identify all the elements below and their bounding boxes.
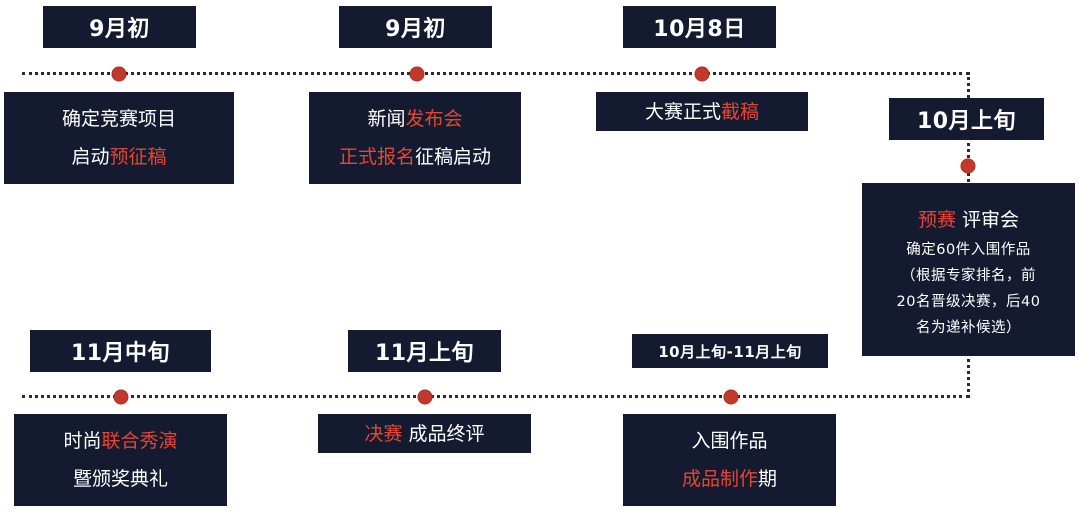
milestone-6-line-1: 决赛 成品终评 xyxy=(364,422,485,445)
timeline-dot-1 xyxy=(111,66,127,82)
milestone-3-date: 10月8日 xyxy=(623,6,776,48)
milestone-6-date: 11月上旬 xyxy=(348,330,501,372)
timeline-dot-2 xyxy=(409,66,425,82)
milestone-7-date: 11月中旬 xyxy=(30,330,211,372)
milestone-7-line-2: 暨颁奖典礼 xyxy=(72,468,168,490)
milestone-5-line-2: 成品制作期 xyxy=(681,468,778,490)
milestone-5-box: 入围作品 成品制作期 xyxy=(623,414,836,506)
milestone-4-detail-2: （根据专家排名，前 xyxy=(901,267,1036,284)
timeline-dot-5 xyxy=(723,389,739,405)
timeline-dot-7 xyxy=(113,389,129,405)
milestone-1-box: 确定竞赛项目 启动预征稿 xyxy=(4,92,234,184)
milestone-6-box: 决赛 成品终评 xyxy=(318,414,531,453)
milestone-3-box: 大赛正式截稿 xyxy=(596,92,808,131)
timeline-bottom-line xyxy=(22,395,969,398)
milestone-7-box: 时尚联合秀演 暨颁奖典礼 xyxy=(14,414,227,506)
milestone-3-line-1: 大赛正式截稿 xyxy=(644,100,760,123)
milestone-4-line-1: 预赛 评审会 xyxy=(917,208,1020,231)
milestone-1-line-2: 启动预征稿 xyxy=(71,146,167,168)
timeline-dot-4 xyxy=(960,158,976,174)
milestone-2-box: 新闻发布会 正式报名征稿启动 xyxy=(309,92,521,184)
milestone-7-line-1: 时尚联合秀演 xyxy=(63,430,178,452)
milestone-5-date: 10月上旬-11月上旬 xyxy=(632,334,828,368)
milestone-4-detail-1: 确定60件入围作品 xyxy=(906,241,1031,258)
milestone-4-detail-3: 20名晋级决赛，后40 xyxy=(896,293,1041,310)
timeline-dot-3 xyxy=(694,66,710,82)
milestone-5-line-1: 入围作品 xyxy=(691,430,768,452)
milestone-2-line-1: 新闻发布会 xyxy=(367,108,463,130)
milestone-1-line-1: 确定竞赛项目 xyxy=(61,108,176,130)
milestone-4-detail-4: 名为递补候选） xyxy=(916,319,1021,336)
milestone-2-line-2: 正式报名征稿启动 xyxy=(338,146,492,168)
milestone-1-date: 9月初 xyxy=(43,6,196,48)
milestone-2-date: 9月初 xyxy=(339,6,492,48)
milestone-4-box: 预赛 评审会 确定60件入围作品 （根据专家排名，前 20名晋级决赛，后40 名… xyxy=(862,183,1075,356)
timeline-top-line xyxy=(22,72,969,75)
timeline-dot-6 xyxy=(417,389,433,405)
milestone-4-date: 10月上旬 xyxy=(889,98,1044,140)
